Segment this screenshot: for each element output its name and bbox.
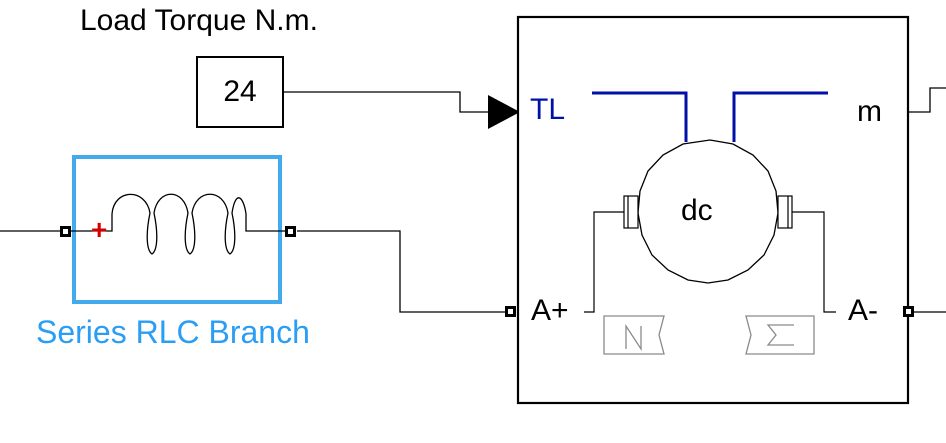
dc-motor-icon (637, 139, 779, 284)
rlc-right-port-dot (288, 229, 293, 234)
brushes (623, 195, 793, 229)
port-a-minus-label: A- (848, 294, 878, 327)
constant-value[interactable]: 24 (223, 75, 257, 108)
inductor-coil-icon (71, 193, 285, 255)
rlc-to-motor-wire[interactable] (297, 230, 505, 313)
m-output-line[interactable] (908, 87, 946, 113)
motor-symbol-label: dc (681, 194, 713, 227)
rlc-block-name[interactable]: Series RLC Branch (36, 314, 310, 350)
constant-block[interactable] (196, 56, 284, 128)
tl-coupling-lines (592, 91, 828, 142)
north-pole-icon (603, 315, 665, 355)
armature-wiring (584, 211, 836, 313)
port-tl-label: TL (530, 93, 566, 126)
a-plus-port-dot (508, 309, 513, 314)
south-pole-icon (745, 315, 815, 355)
rlc-plus-sign: + (91, 214, 108, 245)
port-m-label: m (857, 95, 882, 128)
rlc-left-port-dot (63, 229, 68, 234)
torque-signal-line[interactable] (283, 91, 488, 113)
a-minus-port-dot (906, 309, 911, 314)
signal-arrow-icon (488, 95, 520, 129)
load-torque-label: Load Torque N.m. (80, 4, 318, 37)
port-a-plus-label: A+ (531, 294, 569, 327)
